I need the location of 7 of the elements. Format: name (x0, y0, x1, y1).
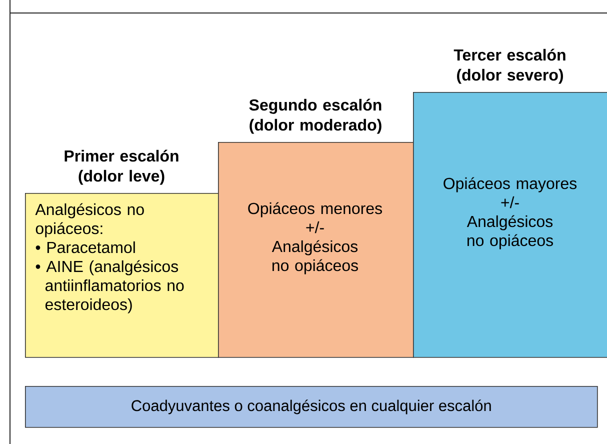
step-box: Opiáceos mayores +/- Analgésicos no opiáceos (413, 92, 607, 358)
step-box: Analgésicos no opiáceos: • Paracetamol • AINE (analgésicos antiinflamatorios no esteroideos) (25, 193, 219, 358)
step-heading: Primer escalón (dolor leve) (64, 150, 178, 185)
step-heading: Tercer escalón (dolor severo) (454, 48, 566, 84)
step-box: Opiáceos menores +/- Analgésicos no opiáceos (218, 142, 414, 358)
step-heading: Segundo escalón (dolor moderado) (249, 98, 382, 134)
band-box: Coadyuvantes o coanalgésicos en cualquier escalón (25, 386, 598, 428)
